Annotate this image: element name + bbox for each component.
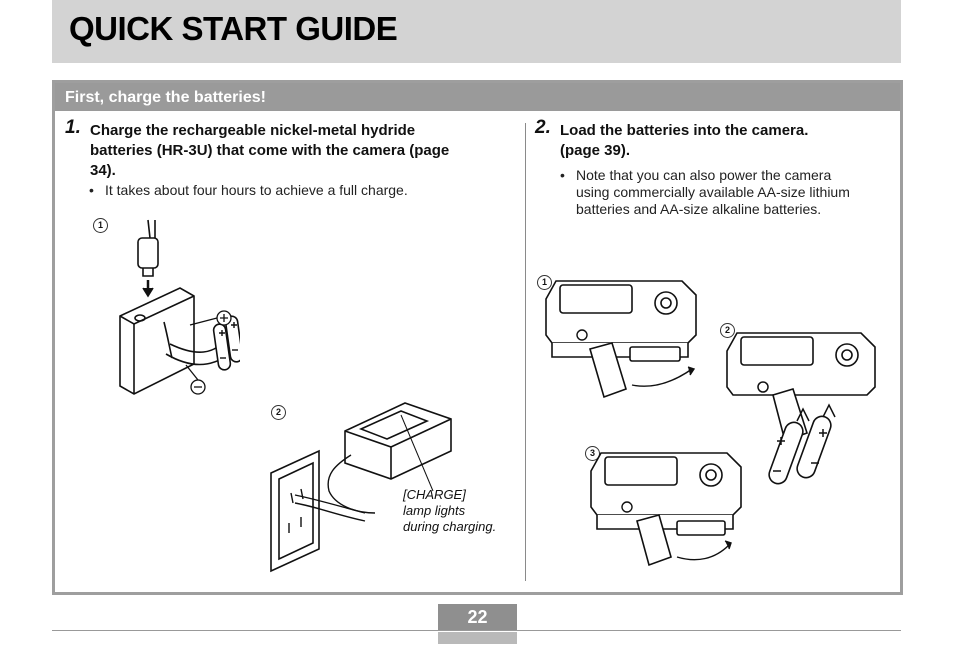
step-2-marker-2: 2 xyxy=(720,323,735,338)
camera-insert-batteries-illustration xyxy=(726,332,876,485)
charge-lamp-label: [CHARGE] lamp lights during charging. xyxy=(403,487,496,535)
camera-open-cover-illustration xyxy=(545,280,697,399)
step-2-marker-1: 1 xyxy=(537,275,552,290)
step-1-bullet-text: It takes about four hours to achieve a f… xyxy=(105,182,408,198)
step-2-bullet: • Note that you can also power the camer… xyxy=(560,167,890,221)
charge-label-line: lamp lights xyxy=(403,503,466,518)
outlet-charger-illustration xyxy=(270,402,452,573)
charger-battery-illustration xyxy=(119,219,240,395)
step-1-line: 34). xyxy=(90,162,116,179)
bullet-dot: • xyxy=(560,167,565,183)
step-1-line: Charge the rechargeable nickel-metal hyd… xyxy=(90,122,416,139)
step-2-bullet-line: Note that you can also power the camera xyxy=(576,167,832,183)
step-2-line: (page 39). xyxy=(560,142,631,159)
bullet-dot: • xyxy=(89,182,94,198)
content-panel: First, charge the batteries! 1. Charge t… xyxy=(52,80,903,595)
step-2-bullet-text: Note that you can also power the camera … xyxy=(576,167,850,218)
section-title: First, charge the batteries! xyxy=(65,89,266,106)
page-number: 22 xyxy=(438,604,517,630)
footer-line xyxy=(52,630,901,631)
step-1-marker-1: 1 xyxy=(93,218,108,233)
step-2-text: Load the batteries into the camera. (pag… xyxy=(560,121,808,161)
header-bar: QUICK START GUIDE xyxy=(52,0,901,63)
page-number-box: 22 xyxy=(438,604,517,644)
step-1-line: batteries (HR-3U) that come with the cam… xyxy=(90,142,450,159)
page-number-tab xyxy=(438,632,517,644)
step-2-marker-3: 3 xyxy=(585,446,600,461)
step-1-text: Charge the rechargeable nickel-metal hyd… xyxy=(90,121,449,181)
step-2-bullet-line: batteries and AA-size alkaline batteries… xyxy=(576,201,822,217)
step-2: 2. Load the batteries into the camera. (… xyxy=(535,117,885,171)
charge-label-line: [CHARGE] xyxy=(403,487,466,502)
polarity-markers xyxy=(185,310,232,395)
step-1-number: 1. xyxy=(65,117,81,138)
page-title: QUICK START GUIDE xyxy=(69,10,398,47)
step-2-bullet-line: using commercially available AA-size lit… xyxy=(576,184,850,200)
step-1-marker-2: 2 xyxy=(271,405,286,420)
camera-close-cover-illustration xyxy=(590,452,742,567)
step-2-line: Load the batteries into the camera. xyxy=(560,122,809,139)
step-1-bullet: • It takes about four hours to achieve a… xyxy=(89,182,509,200)
column-divider xyxy=(525,123,526,581)
charge-label-line: during charging. xyxy=(403,519,497,534)
step-1: 1. Charge the rechargeable nickel-metal … xyxy=(65,117,515,191)
step-2-number: 2. xyxy=(535,117,551,138)
section-bar: First, charge the batteries! xyxy=(55,83,900,111)
